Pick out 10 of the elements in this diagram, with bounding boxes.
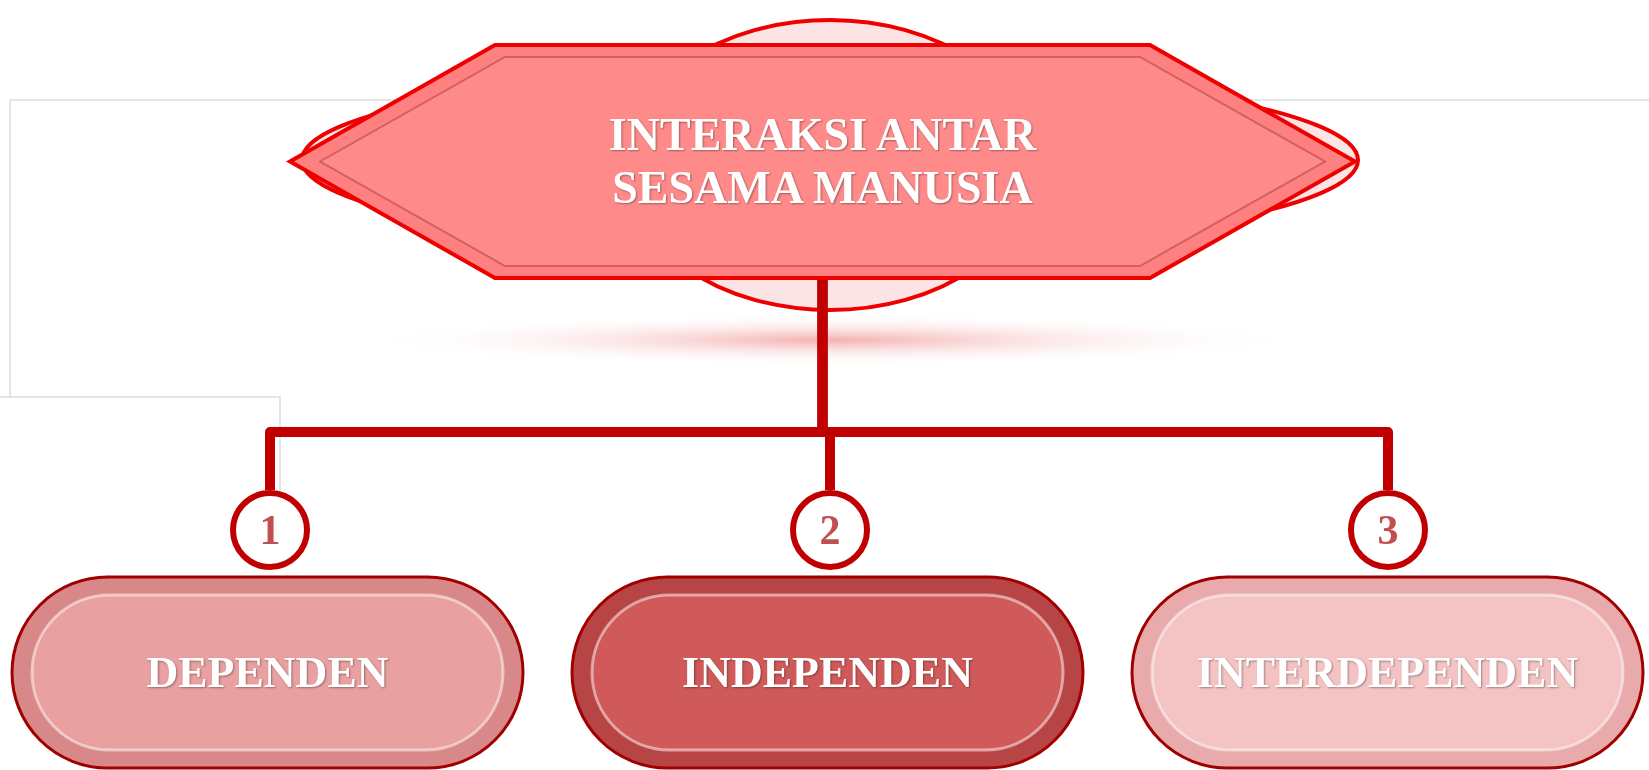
step-number: 2	[819, 506, 841, 554]
category-label: INTERDEPENDEN	[1196, 647, 1579, 698]
step-number: 3	[1377, 506, 1399, 554]
number-circle	[1348, 490, 1428, 570]
number-circle	[790, 490, 870, 570]
number-circle	[230, 490, 310, 570]
category-label: INDEPENDEN	[682, 647, 973, 698]
connector-line	[817, 278, 1393, 490]
step-number: 1	[259, 506, 281, 554]
category-label: DEPENDEN	[146, 647, 389, 698]
